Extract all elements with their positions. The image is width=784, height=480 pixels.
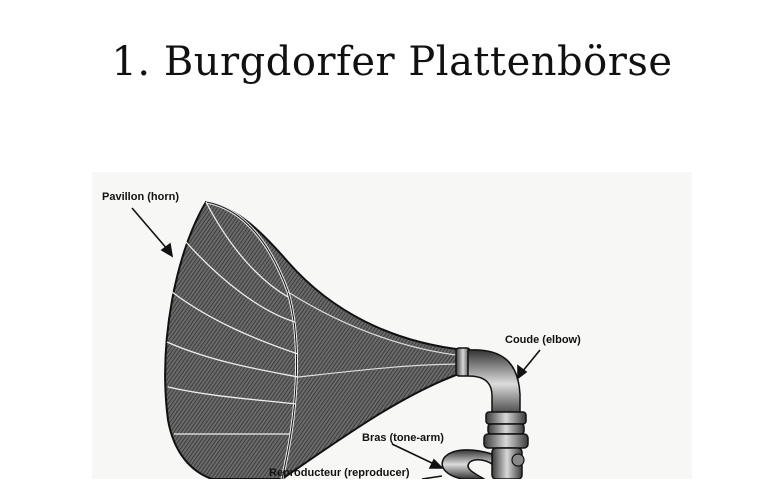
label-pointers [131,207,541,479]
page-title: 1. Burgdorfer Plattenbörse [111,39,673,85]
gramophone-illustration [131,200,541,479]
label-tone-arm: Bras (tone-arm) [362,432,444,444]
elbow-shape [467,349,527,435]
label-elbow: Coude (elbow) [505,334,581,346]
tone-arm-shape [441,433,529,479]
label-horn: Pavillon (horn) [102,191,179,203]
gramophone-diagram: Pavillon (horn) Coude (elbow) Bras (tone… [92,172,692,479]
horn-shape [164,200,465,479]
label-reproducer: Reproducteur (reproducer) [269,467,410,479]
